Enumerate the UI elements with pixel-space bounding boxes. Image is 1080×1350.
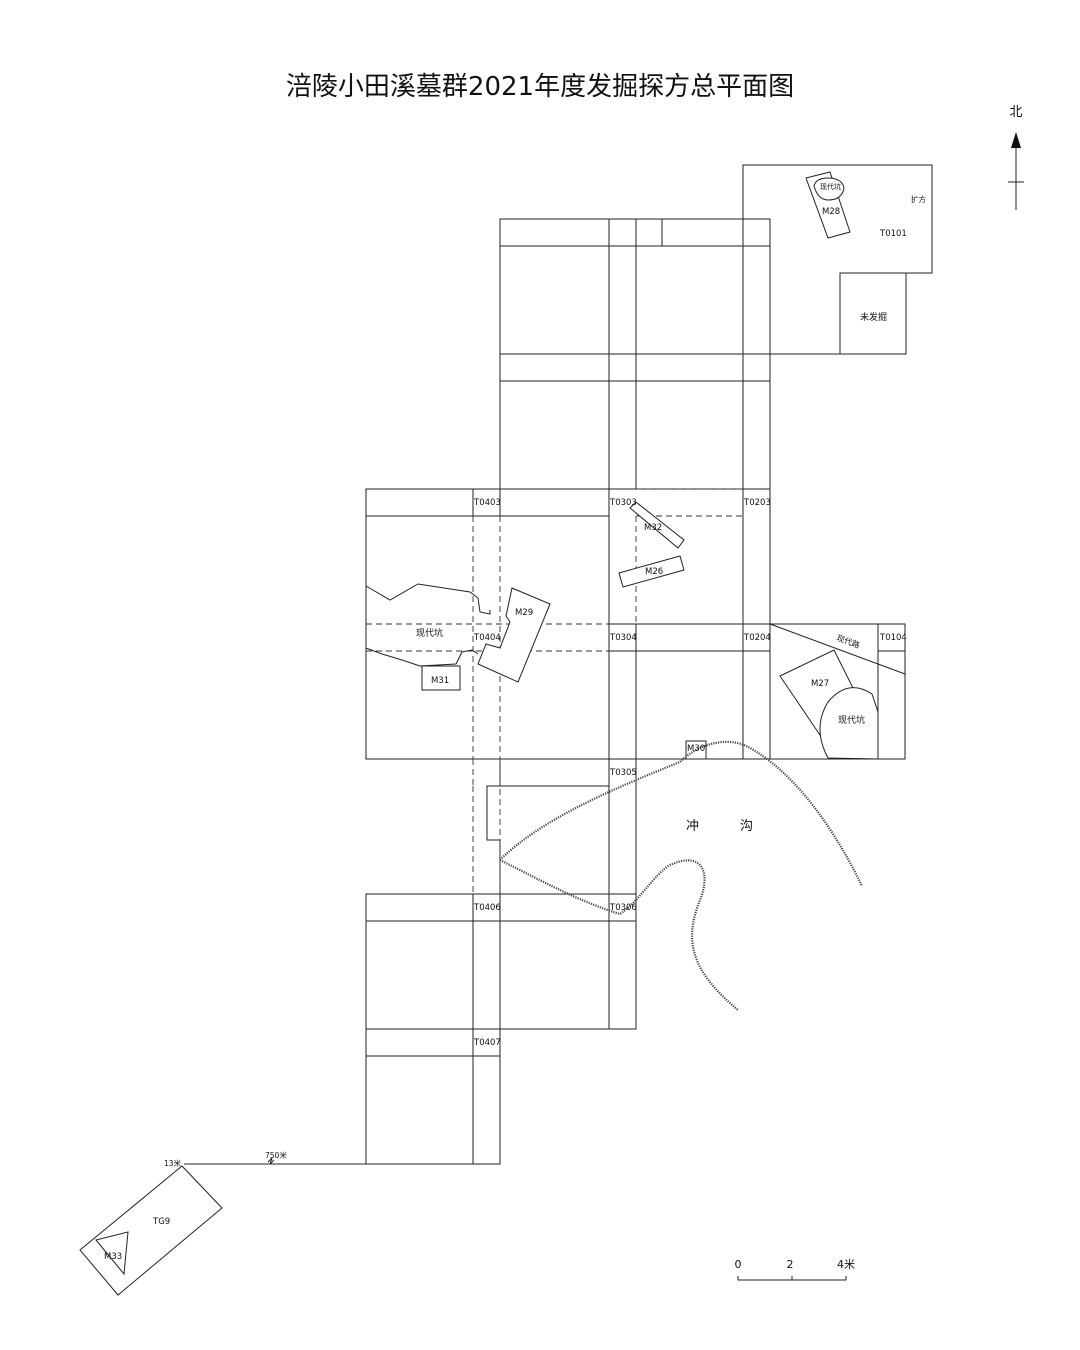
label-m27: M27 [811, 679, 829, 689]
scale-tick-0: 0 [735, 1258, 742, 1271]
label-t0204: T0204 [743, 633, 771, 643]
label-t0101: T0101 [879, 229, 907, 239]
north-arrow-icon [1008, 132, 1024, 210]
label-t0306: T0306 [609, 903, 637, 913]
tomb-m28 [805, 171, 851, 239]
tg9-trench [79, 1157, 366, 1296]
label-t0406: T0406 [473, 903, 501, 913]
label-t0303: T0303 [609, 498, 637, 508]
label-m28: M28 [822, 207, 840, 217]
label-t0104: T0104 [879, 633, 907, 643]
label-m31: M31 [431, 676, 449, 686]
label-gully-left: 冲 [686, 819, 699, 834]
label-m29: M29 [515, 608, 533, 618]
label-t0404: T0404 [473, 633, 501, 643]
modern-road-line [769, 623, 906, 675]
label-t0305: T0305 [609, 768, 637, 778]
map-title: 涪陵小田溪墓群2021年度发掘探方总平面图 [286, 72, 794, 102]
north-label: 北 [1009, 105, 1022, 120]
scale-tick-2: 2 [787, 1258, 794, 1271]
label-t0304: T0304 [609, 633, 637, 643]
label-t0407: T0407 [473, 1038, 501, 1048]
label-offset: 13米 [164, 1158, 182, 1168]
tomb-m29 [477, 587, 551, 683]
label-m30: M30 [687, 744, 705, 754]
label-modern-pit-m28: 现代坑 [820, 182, 841, 191]
label-modern-pit-west: 现代坑 [416, 627, 443, 639]
label-t0203: T0203 [743, 498, 771, 508]
gully-inner-edge [499, 859, 739, 1011]
label-gully-right: 沟 [740, 819, 753, 834]
label-tg9: TG9 [152, 1217, 170, 1227]
label-modern-road: 现代路 [835, 632, 861, 650]
label-m26: M26 [645, 567, 663, 577]
tomb-m32 [629, 501, 685, 549]
tomb-m31 [421, 665, 461, 691]
label-unexcavated: 未发掘 [860, 311, 887, 323]
tomb-m27 [779, 649, 879, 760]
modern-pit-lower-edge [365, 647, 479, 667]
tomb-m26 [618, 555, 685, 588]
label-m32: M32 [644, 523, 662, 533]
label-modern-pit-m27: 现代坑 [838, 714, 865, 726]
modern-pit-boundary-west [365, 583, 491, 615]
scale-tick-4: 4米 [837, 1258, 855, 1271]
gully-outline [499, 740, 863, 887]
label-t0403: T0403 [473, 498, 501, 508]
label-m33: M33 [104, 1252, 122, 1262]
label-distance: 750米 [265, 1150, 287, 1160]
scale-bar [737, 1276, 847, 1281]
label-extension: 扩方 [911, 194, 926, 204]
